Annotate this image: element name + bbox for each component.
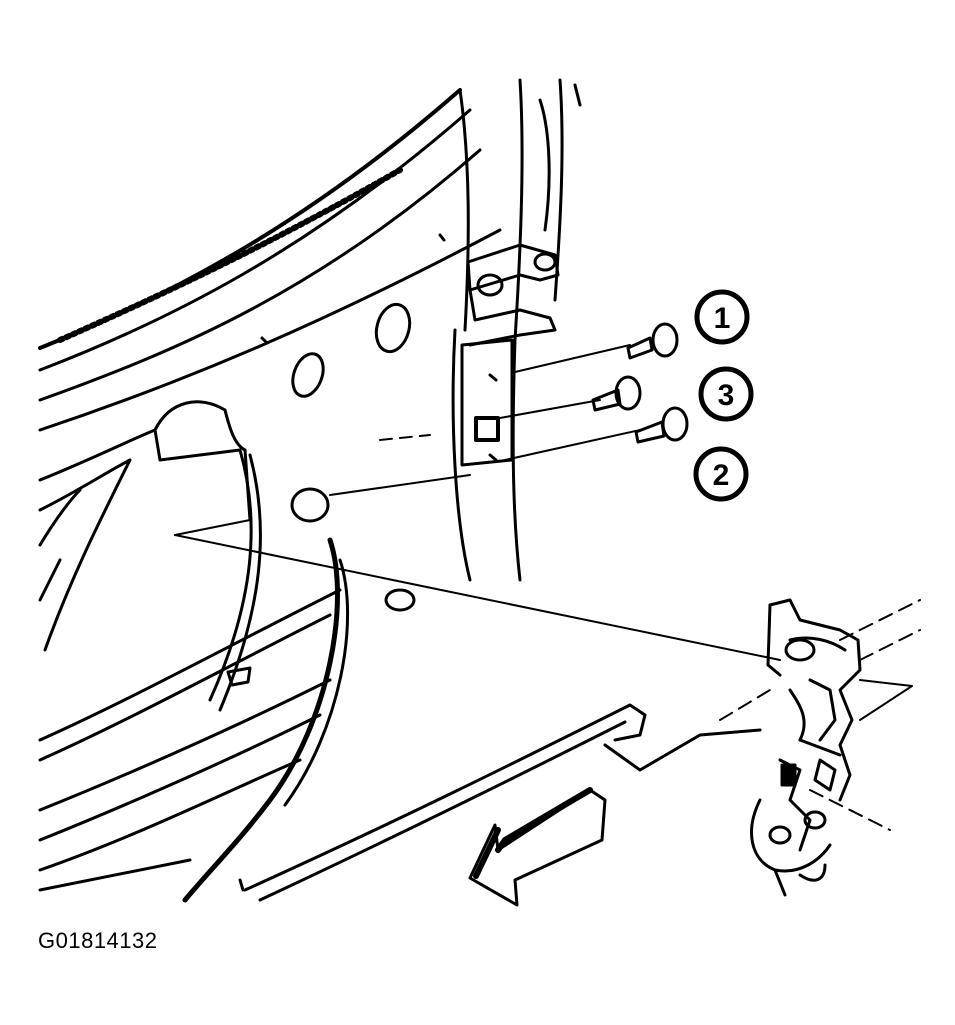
callout-2: 2 [693, 446, 749, 502]
a-pillar [451, 78, 582, 582]
bolt-2 [634, 406, 689, 444]
sill-plate [238, 703, 762, 902]
front-direction-arrow [468, 787, 607, 907]
body-holes [260, 233, 446, 612]
callout-1: 1 [694, 289, 750, 345]
bolt-3 [591, 375, 642, 412]
lower-body [38, 537, 350, 903]
callout-3: 3 [698, 366, 754, 422]
callout-1-label: 1 [714, 302, 731, 335]
door-hinge-assembly [750, 598, 862, 897]
bolt-1 [626, 322, 679, 360]
figure-id: G01814132 [38, 928, 158, 953]
door-opening [38, 400, 262, 712]
roof-rail [38, 88, 502, 432]
callout-3-label: 3 [718, 379, 735, 412]
upper-hinge-bracket [466, 243, 560, 347]
callout-2-label: 2 [713, 459, 730, 492]
hinge-plate [460, 338, 514, 467]
leader-lines [174, 344, 921, 831]
